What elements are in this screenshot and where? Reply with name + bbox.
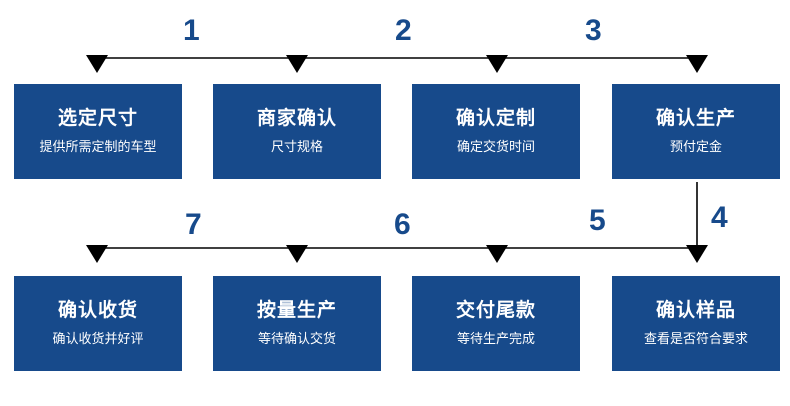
connector-label-7: 7 (185, 208, 202, 241)
step-box-3: 确认定制 确定交货时间 (412, 84, 580, 179)
step-box-2: 商家确认 尺寸规格 (213, 84, 381, 179)
arrow-to-step-3 (486, 55, 508, 73)
step-subtitle: 等待确认交货 (257, 332, 336, 347)
step-subtitle: 确定交货时间 (456, 140, 535, 155)
connector-label-2: 2 (395, 14, 412, 47)
connector-label-3: 3 (585, 14, 602, 47)
arrow-to-step-7 (286, 245, 308, 263)
step-box-7: 按量生产 等待确认交货 (213, 276, 381, 371)
step-title: 确认生产 (655, 107, 736, 129)
step-subtitle: 查看是否符合要求 (643, 332, 748, 347)
arrow-to-step-6 (486, 245, 508, 263)
step-subtitle: 提供所需定制的车型 (39, 140, 157, 155)
connector-label-1: 1 (183, 14, 200, 47)
step-title: 确认收货 (57, 299, 138, 321)
step-box-8: 确认收货 确认收货并好评 (14, 276, 182, 371)
connector-label-6: 6 (394, 208, 411, 241)
step-title: 确认样品 (655, 299, 736, 321)
arrow-to-step-1 (86, 55, 108, 73)
connector-label-4: 4 (711, 201, 728, 234)
arrow-to-step-8 (86, 245, 108, 263)
step-subtitle: 尺寸规格 (270, 140, 323, 155)
arrow-to-step-4 (686, 55, 708, 73)
arrow-to-step-5 (686, 245, 708, 263)
step-box-4: 确认生产 预付定金 (612, 84, 780, 179)
step-box-6: 交付尾款 等待生产完成 (412, 276, 580, 371)
step-box-1: 选定尺寸 提供所需定制的车型 (14, 84, 182, 179)
step-title: 交付尾款 (455, 299, 536, 321)
step-subtitle: 预付定金 (669, 140, 722, 155)
step-title: 选定尺寸 (57, 107, 138, 129)
connector-label-5: 5 (589, 204, 606, 237)
step-title: 确认定制 (455, 107, 536, 129)
step-subtitle: 等待生产完成 (456, 332, 535, 347)
step-box-5: 确认样品 查看是否符合要求 (612, 276, 780, 371)
arrow-to-step-2 (286, 55, 308, 73)
step-title: 商家确认 (256, 107, 337, 129)
step-subtitle: 确认收货并好评 (52, 332, 144, 347)
step-title: 按量生产 (256, 299, 337, 321)
